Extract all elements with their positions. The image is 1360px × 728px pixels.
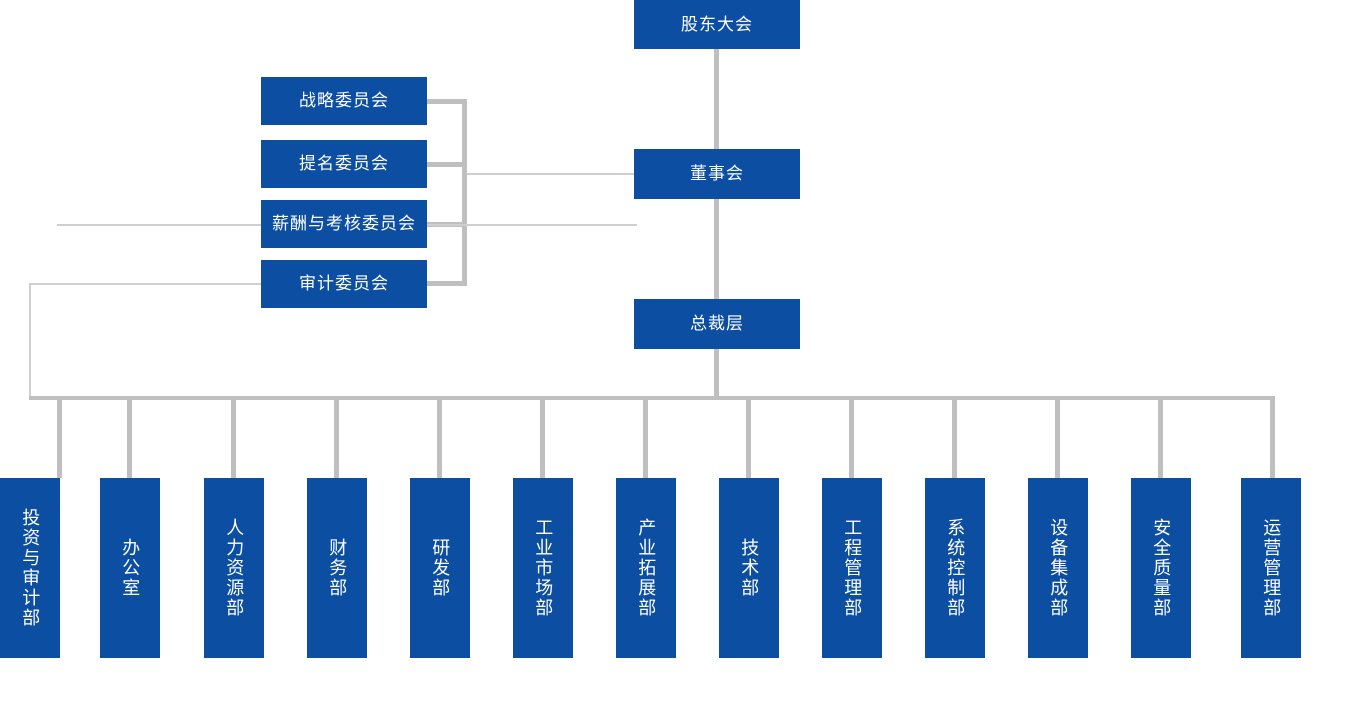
node-department-finance[interactable]: 财务部 bbox=[307, 478, 367, 658]
node-committee-strategy[interactable]: 战略委员会 bbox=[261, 77, 427, 125]
node-board-of-directors[interactable]: 董事会 bbox=[634, 149, 800, 199]
connector-department-drop-6 bbox=[540, 396, 545, 478]
connector-department-drop-10 bbox=[952, 396, 957, 478]
node-president-level[interactable]: 总裁层 bbox=[634, 299, 800, 349]
node-department-operations-management[interactable]: 运营管理部 bbox=[1241, 478, 1301, 658]
connector-board-to-president bbox=[714, 199, 719, 299]
connector-committee-stub-1 bbox=[427, 99, 467, 104]
node-department-industrial-market[interactable]: 工业市场部 bbox=[513, 478, 573, 658]
node-department-industry-expansion[interactable]: 产业拓展部 bbox=[616, 478, 676, 658]
connector-department-drop-8 bbox=[746, 396, 751, 478]
connector-shareholders-to-board bbox=[714, 49, 719, 150]
connector-committees-to-board bbox=[467, 173, 635, 175]
connector-department-bus bbox=[29, 396, 1275, 400]
connector-committee-bus bbox=[462, 99, 467, 286]
connector-department-drop-9 bbox=[849, 396, 854, 478]
connector-department-drop-12 bbox=[1158, 396, 1163, 478]
node-department-office[interactable]: 办公室 bbox=[100, 478, 160, 658]
connector-department-drop-2 bbox=[127, 396, 132, 478]
node-department-safety-quality[interactable]: 安全质量部 bbox=[1131, 478, 1191, 658]
node-shareholders-meeting[interactable]: 股东大会 bbox=[634, 0, 800, 49]
node-department-human-resources[interactable]: 人力资源部 bbox=[204, 478, 264, 658]
node-committee-nomination[interactable]: 提名委员会 bbox=[261, 140, 427, 188]
connector-department-drop-11 bbox=[1055, 396, 1060, 478]
node-department-investment-audit[interactable]: 投资与审计部 bbox=[0, 478, 60, 658]
connector-department-drop-7 bbox=[643, 396, 648, 478]
connector-audit-vertical-line bbox=[29, 283, 31, 400]
node-department-equipment-integration[interactable]: 设备集成部 bbox=[1028, 478, 1088, 658]
connector-president-to-bus bbox=[714, 349, 719, 400]
connector-compensation-right-line bbox=[427, 224, 637, 226]
node-department-research-development[interactable]: 研发部 bbox=[410, 478, 470, 658]
node-department-technology[interactable]: 技术部 bbox=[719, 478, 779, 658]
connector-committee-stub-2 bbox=[427, 162, 467, 167]
connector-committee-stub-4 bbox=[427, 281, 467, 286]
connector-compensation-left-line bbox=[57, 224, 261, 226]
connector-department-drop-4 bbox=[334, 396, 339, 478]
connector-department-drop-3 bbox=[231, 396, 236, 478]
node-committee-compensation[interactable]: 薪酬与考核委员会 bbox=[261, 200, 427, 248]
node-department-system-control[interactable]: 系统控制部 bbox=[925, 478, 985, 658]
connector-department-drop-1 bbox=[57, 396, 62, 478]
node-department-engineering-management[interactable]: 工程管理部 bbox=[822, 478, 882, 658]
connector-department-drop-5 bbox=[437, 396, 442, 478]
node-committee-audit[interactable]: 审计委员会 bbox=[261, 260, 427, 308]
connector-audit-left-line bbox=[29, 283, 261, 285]
connector-department-drop-13 bbox=[1270, 396, 1275, 478]
